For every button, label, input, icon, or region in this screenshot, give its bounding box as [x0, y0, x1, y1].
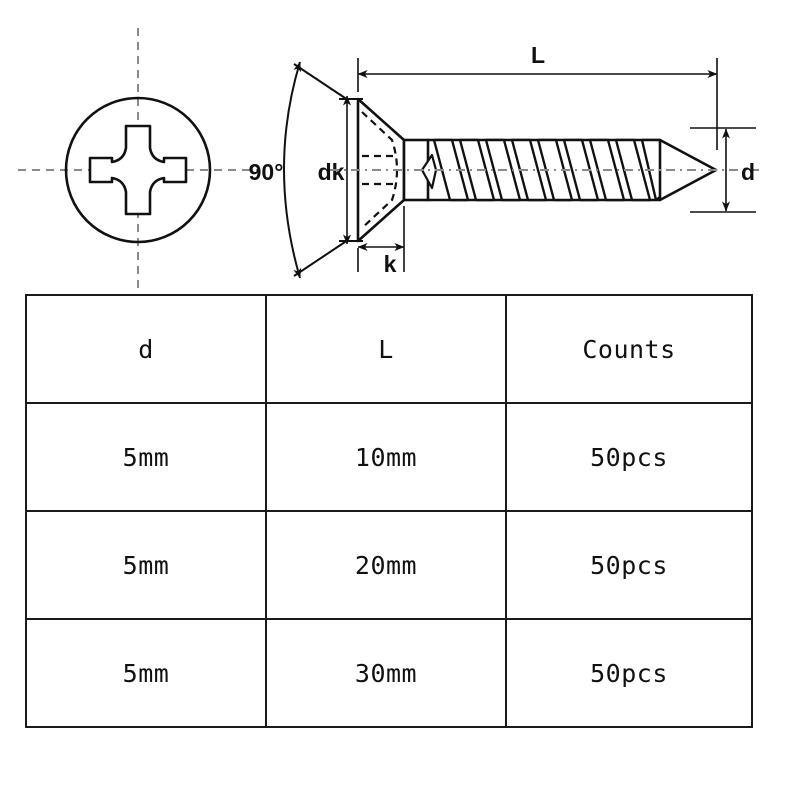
- cell-count: 50pcs: [505, 510, 753, 620]
- column-header-d: d: [25, 294, 267, 404]
- column-header-counts: Counts: [505, 294, 753, 404]
- front-view-group: [18, 28, 258, 288]
- specification-table: d L Counts 5mm 10mm 50pcs 5mm 20mm 50pcs…: [25, 294, 753, 728]
- angle-leader-lower: [293, 239, 349, 277]
- cell-diameter: 5mm: [25, 618, 267, 728]
- thread-turns: [432, 138, 674, 202]
- table-header-row: d L Counts: [25, 294, 753, 404]
- cell-diameter: 5mm: [25, 510, 267, 620]
- hidden-recess-profile: [361, 111, 399, 229]
- head-diameter-label: dk: [318, 159, 345, 185]
- column-header-L: L: [265, 294, 507, 404]
- cell-length: 10mm: [265, 402, 507, 512]
- cell-count: 50pcs: [505, 618, 753, 728]
- cell-diameter: 5mm: [25, 402, 267, 512]
- table-row: 5mm 20mm 50pcs: [25, 510, 753, 620]
- angle-leader-upper: [293, 63, 349, 101]
- side-view-group: 90° dk: [249, 42, 760, 279]
- thread-turn: [562, 138, 600, 202]
- cell-length: 20mm: [265, 510, 507, 620]
- countersink-angle-arc: [283, 61, 302, 279]
- technical-drawing: 90° dk: [18, 28, 760, 288]
- length-label: L: [531, 42, 545, 68]
- cell-length: 30mm: [265, 618, 507, 728]
- thread-turn: [510, 138, 548, 202]
- cell-count: 50pcs: [505, 402, 753, 512]
- angle-label: 90°: [249, 159, 284, 185]
- phillips-cross-recess: [88, 124, 188, 216]
- screw-head-outline-circle: [64, 96, 212, 244]
- table-row: 5mm 10mm 50pcs: [25, 402, 753, 512]
- thread-diameter-label: d: [741, 159, 755, 185]
- table-row: 5mm 30mm 50pcs: [25, 618, 753, 728]
- head-height-label: k: [384, 251, 397, 277]
